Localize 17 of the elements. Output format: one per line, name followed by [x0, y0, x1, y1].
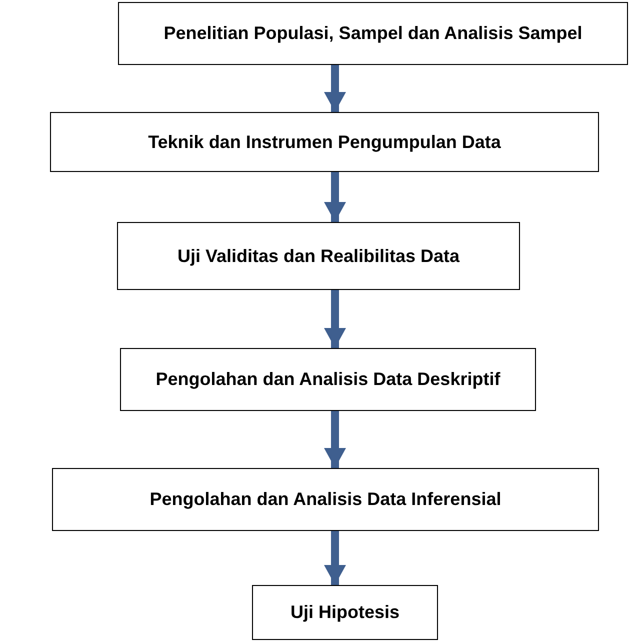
step-label: Uji Hipotesis	[290, 602, 400, 623]
process-box	[252, 585, 438, 640]
step-label: Penelitian Populasi, Sampel dan Analisis Sampel	[164, 23, 582, 44]
process-box	[120, 348, 536, 411]
process-box	[118, 2, 628, 65]
arrow	[324, 65, 346, 112]
process-box	[117, 222, 520, 290]
step-label: Pengolahan dan Analisis Data Inferensial	[150, 489, 502, 510]
step-label: Uji Validitas dan Realibilitas Data	[177, 246, 460, 266]
process-box	[50, 112, 599, 172]
arrow	[324, 531, 346, 585]
step-label: Pengolahan dan Analisis Data Deskriptif	[156, 369, 500, 390]
arrow	[324, 411, 346, 468]
arrow	[324, 290, 346, 348]
arrow	[324, 172, 346, 222]
process-box	[52, 468, 599, 531]
step-label: Teknik dan Instrumen Pengumpulan Data	[148, 132, 501, 152]
